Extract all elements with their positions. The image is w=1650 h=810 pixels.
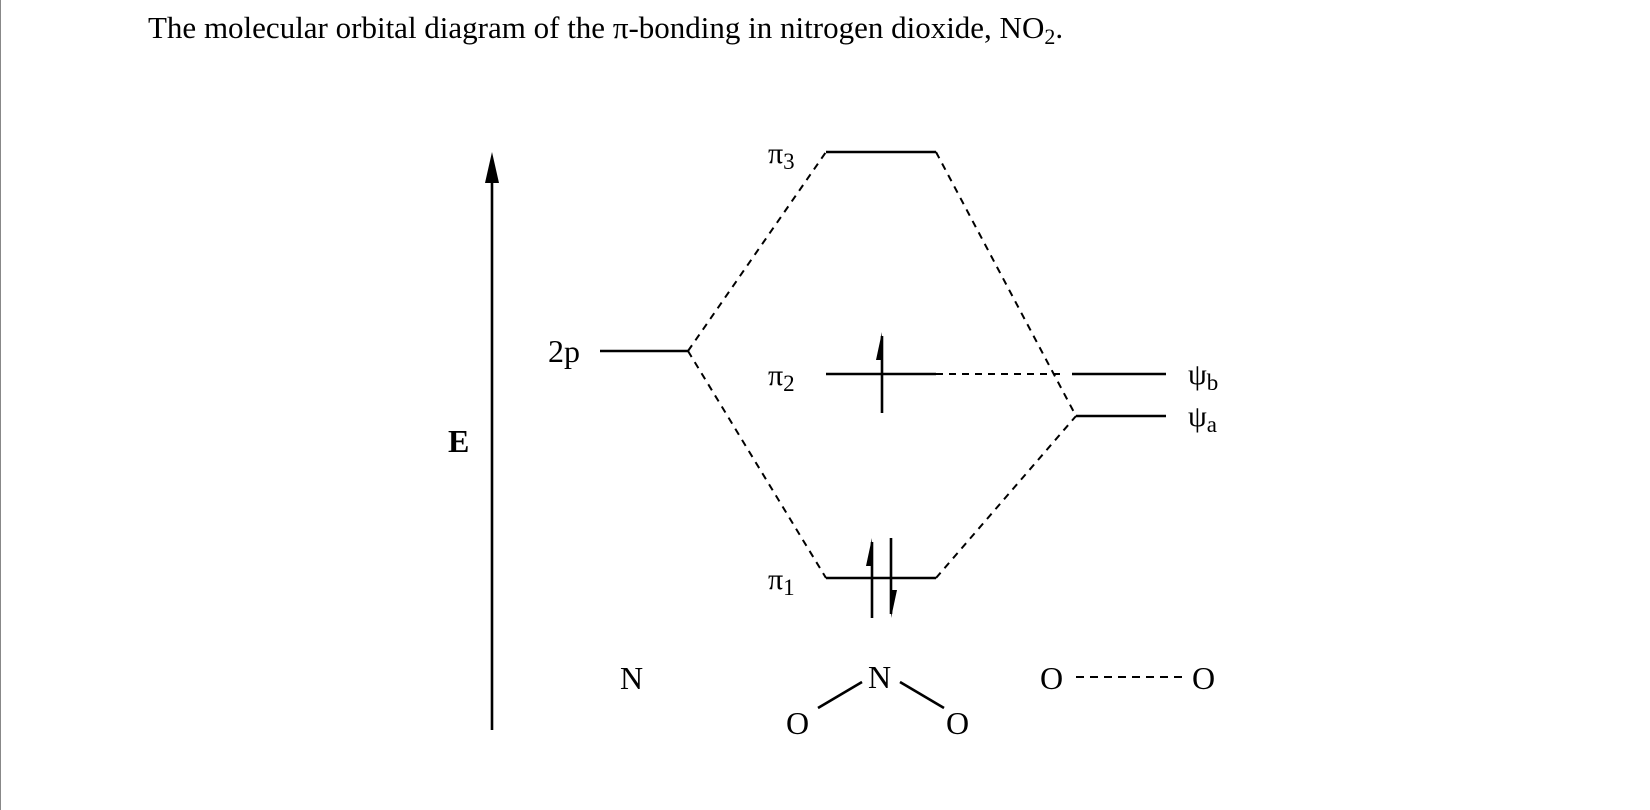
caption-subscript: 2 bbox=[1044, 24, 1056, 49]
mo-pi1-electron-up-head bbox=[866, 538, 872, 566]
nitrogen-2p-level: 2p bbox=[548, 333, 688, 369]
mo-pi2-label: π2 bbox=[768, 359, 795, 396]
correlation-n-to-pi3 bbox=[687, 151, 827, 352]
caption-tail: . bbox=[1055, 10, 1064, 45]
page-border bbox=[0, 0, 1, 810]
mo-pi2-symbol: π bbox=[768, 359, 783, 392]
mo-pi3-symbol: π bbox=[768, 137, 783, 170]
mo-pi1-electron-down-head bbox=[891, 590, 897, 618]
oxygen-psi-a-index: a bbox=[1207, 412, 1217, 437]
mo-pi2-electron-up bbox=[876, 332, 884, 413]
energy-axis-label: E bbox=[448, 423, 469, 459]
mo-pi2-index: 2 bbox=[783, 371, 795, 396]
oxygen-pair-left-o: O bbox=[1040, 660, 1063, 696]
no2-bond-left bbox=[817, 680, 863, 710]
nitrogen-atom-label: N bbox=[620, 660, 643, 696]
no2-bond-right bbox=[899, 680, 945, 710]
mo-pi1-electron-up bbox=[866, 538, 874, 618]
mo-pi1: π1 bbox=[768, 538, 936, 618]
oxygen-psi-a: ψa bbox=[1076, 400, 1217, 437]
oxygen-pair-right-o: O bbox=[1192, 660, 1215, 696]
oxygen-psi-b: ψb bbox=[1072, 358, 1218, 395]
oxygen-psi-b-label: ψb bbox=[1188, 358, 1218, 395]
mo-pi3: π3 bbox=[768, 137, 936, 174]
nitrogen-2p-label: 2p bbox=[548, 333, 580, 369]
mo-pi3-index: 3 bbox=[783, 149, 795, 174]
correlation-pi1-to-psi-a bbox=[935, 415, 1077, 579]
no2-right-o: O bbox=[946, 705, 969, 741]
nitrogen-2p-label-text: 2p bbox=[548, 333, 580, 369]
correlation-pi3-to-psi-a bbox=[935, 151, 1077, 417]
mo-pi2-electron-up-head bbox=[876, 332, 882, 360]
oxygen-pair: O O bbox=[1040, 660, 1215, 696]
oxygen-psi-a-symbol: ψ bbox=[1188, 400, 1207, 433]
oxygen-psi-b-symbol: ψ bbox=[1188, 358, 1207, 391]
oxygen-psi-a-label: ψa bbox=[1188, 400, 1217, 437]
energy-axis: E bbox=[448, 152, 499, 730]
mo-pi1-electron-down bbox=[889, 538, 897, 618]
oxygen-psi-b-index: b bbox=[1207, 370, 1219, 395]
energy-axis-arrowhead bbox=[485, 152, 499, 183]
mo-pi2: π2 bbox=[768, 332, 936, 413]
caption-text: The molecular orbital diagram of the π-b… bbox=[148, 10, 1045, 45]
no2-molecule: N O O bbox=[786, 659, 969, 741]
correlation-n-to-pi1 bbox=[687, 350, 827, 579]
mo-pi1-index: 1 bbox=[783, 575, 795, 600]
diagram-caption: The molecular orbital diagram of the π-b… bbox=[148, 10, 1063, 50]
no2-center-n: N bbox=[868, 659, 891, 695]
mo-pi1-symbol: π bbox=[768, 563, 783, 596]
mo-pi1-label: π1 bbox=[768, 563, 795, 600]
no2-left-o: O bbox=[786, 705, 809, 741]
mo-pi3-label: π3 bbox=[768, 137, 795, 174]
